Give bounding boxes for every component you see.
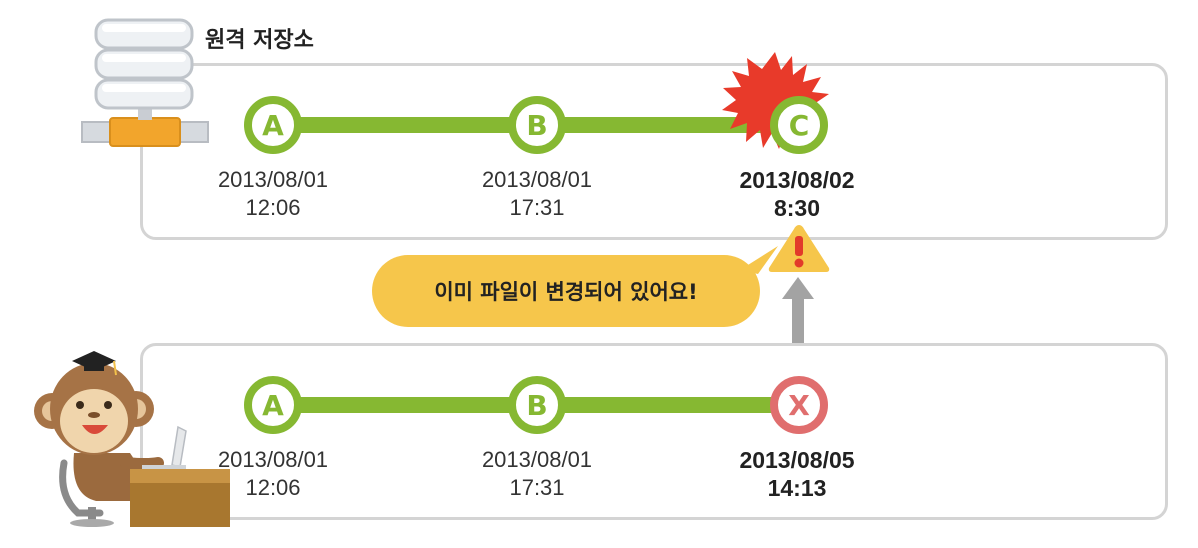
local-commit-x-stamp: 2013/08/05 14:13: [712, 446, 882, 502]
commit-time: 8:30: [773, 195, 821, 221]
local-commit-x: X: [770, 376, 828, 434]
commit-time: 12:06: [245, 475, 301, 500]
commit-date: 2013/08/01: [481, 167, 593, 192]
local-commit-a: A: [244, 376, 302, 434]
remote-commit-a: A: [244, 96, 302, 154]
remote-commit-b-stamp: 2013/08/01 17:31: [452, 166, 622, 222]
commit-date: 2013/08/05: [739, 447, 855, 473]
commit-date: 2013/08/02: [739, 167, 855, 193]
repo-title: 원격 저장소: [205, 28, 314, 53]
remote-commit-b: B: [508, 96, 566, 154]
commit-time: 14:13: [767, 475, 827, 501]
speech-bubble-tail: [740, 246, 778, 274]
up-arrow-icon: [782, 277, 814, 343]
remote-repo-panel: [140, 63, 1168, 240]
remote-commit-c-stamp: 2013/08/02 8:30: [712, 166, 882, 222]
warning-speech-bubble: 이미 파일이 변경되어 있어요!: [372, 255, 760, 327]
database-server-icon: [81, 18, 209, 147]
warning-message: 이미 파일이 변경되어 있어요!: [434, 280, 698, 304]
commit-date: 2013/08/01: [481, 447, 593, 472]
local-commit-b: B: [508, 376, 566, 434]
remote-commit-a-stamp: 2013/08/01 12:06: [188, 166, 358, 222]
commit-date: 2013/08/01: [217, 447, 329, 472]
local-commit-a-stamp: 2013/08/01 12:06: [188, 446, 358, 502]
commit-date: 2013/08/01: [217, 167, 329, 192]
remote-commit-c: C: [770, 96, 828, 154]
monkey-developer-icon: [34, 351, 230, 527]
commit-time: 17:31: [509, 475, 565, 500]
commit-time: 12:06: [245, 195, 301, 220]
warning-triangle-icon: [768, 225, 830, 272]
local-repo-panel: [140, 343, 1168, 520]
local-commit-b-stamp: 2013/08/01 17:31: [452, 446, 622, 502]
commit-time: 17:31: [509, 195, 565, 220]
